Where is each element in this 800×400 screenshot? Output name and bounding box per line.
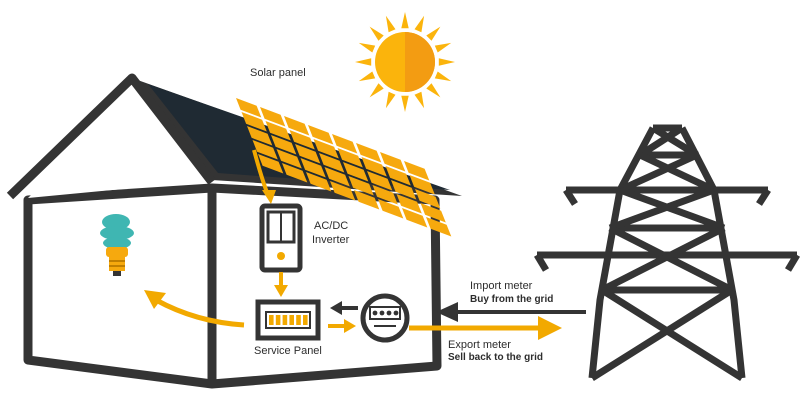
solar-cell — [319, 153, 345, 173]
sun-ray — [358, 71, 376, 82]
breaker-bar — [289, 315, 294, 325]
meter-to-service-arrow — [330, 301, 358, 315]
solar-cell — [258, 154, 284, 174]
inverter — [259, 203, 303, 273]
sun-ray — [358, 42, 376, 53]
breaker-bar — [275, 315, 281, 325]
solar-cell — [415, 189, 441, 209]
sun-ray — [385, 15, 396, 33]
breaker-bar — [282, 315, 288, 325]
inverter-label-line1: AC/DC — [314, 220, 348, 232]
panel-to-inverter-arrow — [252, 149, 276, 204]
solar-cell — [385, 166, 411, 186]
solar-cell — [324, 167, 350, 187]
solar-cell — [295, 144, 321, 164]
house-walls — [23, 183, 442, 389]
solar-cell — [354, 190, 380, 210]
solar-cell — [247, 126, 273, 146]
solar-cell — [348, 176, 374, 196]
sun-ray — [426, 83, 441, 98]
export-sub-label: Sell back to the grid — [448, 352, 543, 363]
solar-cell — [420, 203, 446, 223]
sun-ray — [385, 91, 396, 109]
solar-cell — [409, 175, 435, 195]
sun-ray — [369, 26, 384, 41]
import-sub-label: Buy from the grid — [470, 294, 553, 305]
service-panel-label: Service Panel — [254, 345, 322, 357]
solar-cell — [308, 125, 334, 145]
service-to-meter-arrow — [328, 319, 356, 333]
light-bulb-icon — [100, 214, 134, 276]
solar-cell — [282, 163, 308, 183]
solar-cell — [337, 148, 363, 168]
solar-cell — [306, 172, 332, 192]
import-meter-label: Import meter — [470, 280, 533, 292]
meter-dial — [372, 310, 378, 316]
sun-ray — [369, 83, 384, 98]
sun-icon — [355, 12, 455, 112]
solar-cell — [391, 180, 417, 200]
solar-cell — [313, 139, 339, 159]
solar-cell — [372, 185, 398, 205]
meter-dial — [393, 310, 399, 316]
solar-cell — [378, 199, 404, 219]
solar-cell — [396, 194, 422, 214]
meter — [360, 293, 410, 343]
meter-dial — [386, 310, 392, 316]
solar-cell — [260, 107, 286, 127]
solar-cell — [276, 149, 302, 169]
sun-ray — [426, 26, 441, 41]
solar-panel-label: Solar panel — [250, 67, 306, 79]
solar-cell — [332, 134, 358, 154]
import-arrow — [436, 302, 586, 322]
solar-cell — [356, 143, 382, 163]
sun-ray — [434, 71, 452, 82]
service-panel — [255, 299, 321, 341]
solar-cell — [265, 121, 291, 141]
sun-ray — [414, 91, 425, 109]
breaker-bar — [269, 315, 274, 325]
export-arrow — [409, 316, 562, 340]
power-pylon-icon — [533, 124, 800, 381]
solar-cell — [343, 162, 369, 182]
solar-cell — [367, 171, 393, 191]
sun-ray — [414, 15, 425, 33]
solar-cell — [284, 116, 310, 136]
inverter-label-line2: Inverter — [312, 234, 350, 246]
export-meter-label: Export meter — [448, 339, 511, 351]
solar-cell — [404, 161, 430, 181]
sun-ray — [401, 12, 409, 29]
solar-cell — [236, 98, 262, 118]
solar-cell — [241, 112, 267, 132]
sun-ray — [355, 58, 372, 66]
solar-cell — [252, 140, 278, 160]
sun-ray — [438, 58, 455, 66]
solar-cell — [402, 208, 428, 228]
breaker-bar — [303, 315, 308, 325]
solar-cell — [330, 181, 356, 201]
solar-cell — [300, 158, 326, 178]
meter-dial — [379, 310, 385, 316]
solar-cell — [361, 157, 387, 177]
inverter-to-service-arrow — [274, 272, 288, 297]
solar-cell — [426, 217, 452, 237]
sun-ray — [401, 95, 409, 112]
solar-cell — [271, 135, 297, 155]
service-to-bulb-arrow — [144, 290, 245, 328]
solar-cell — [289, 130, 315, 150]
breaker-bar — [296, 315, 301, 325]
solar-cell — [380, 152, 406, 172]
sun-ray — [434, 42, 452, 53]
solar-panel — [236, 98, 452, 237]
